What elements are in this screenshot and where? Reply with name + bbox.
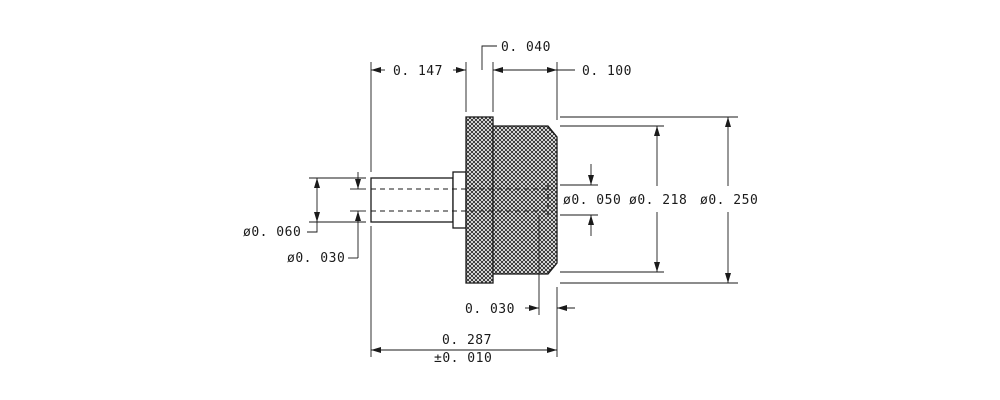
flange <box>465 116 494 284</box>
dim-label-0-287: 0. 287 <box>442 333 492 348</box>
dim-label-dia-0-030: ø0. 030 <box>287 251 345 266</box>
dim-label-0-040: 0. 040 <box>501 40 551 55</box>
pin-shank <box>370 177 454 223</box>
top-dimensions: 0. 147 0. 040 0. 100 <box>370 40 632 172</box>
dim-label-dia-0-060: ø0. 060 <box>243 225 301 240</box>
dim-label-0-030: 0. 030 <box>465 302 515 317</box>
part-body <box>370 116 558 284</box>
bottom-dimensions: 0. 030 0. 287 ±0. 010 <box>370 215 575 366</box>
pin-shoulder <box>452 171 467 229</box>
dim-label-dia-0-250: ø0. 250 <box>700 193 758 208</box>
knurled-body <box>492 125 558 275</box>
dim-label-0-100: 0. 100 <box>582 64 632 79</box>
pin-diameter-dimensions: ø0. 060 ø0. 030 <box>243 172 366 266</box>
dim-label-dia-0-050: ø0. 050 <box>563 193 621 208</box>
dim-label-0-147: 0. 147 <box>393 64 443 79</box>
dim-label-dia-0-218: ø0. 218 <box>629 193 687 208</box>
dim-label-tolerance: ±0. 010 <box>434 351 492 366</box>
diameter-dimensions: ø0. 050 ø0. 218 ø0. 250 <box>560 116 758 284</box>
